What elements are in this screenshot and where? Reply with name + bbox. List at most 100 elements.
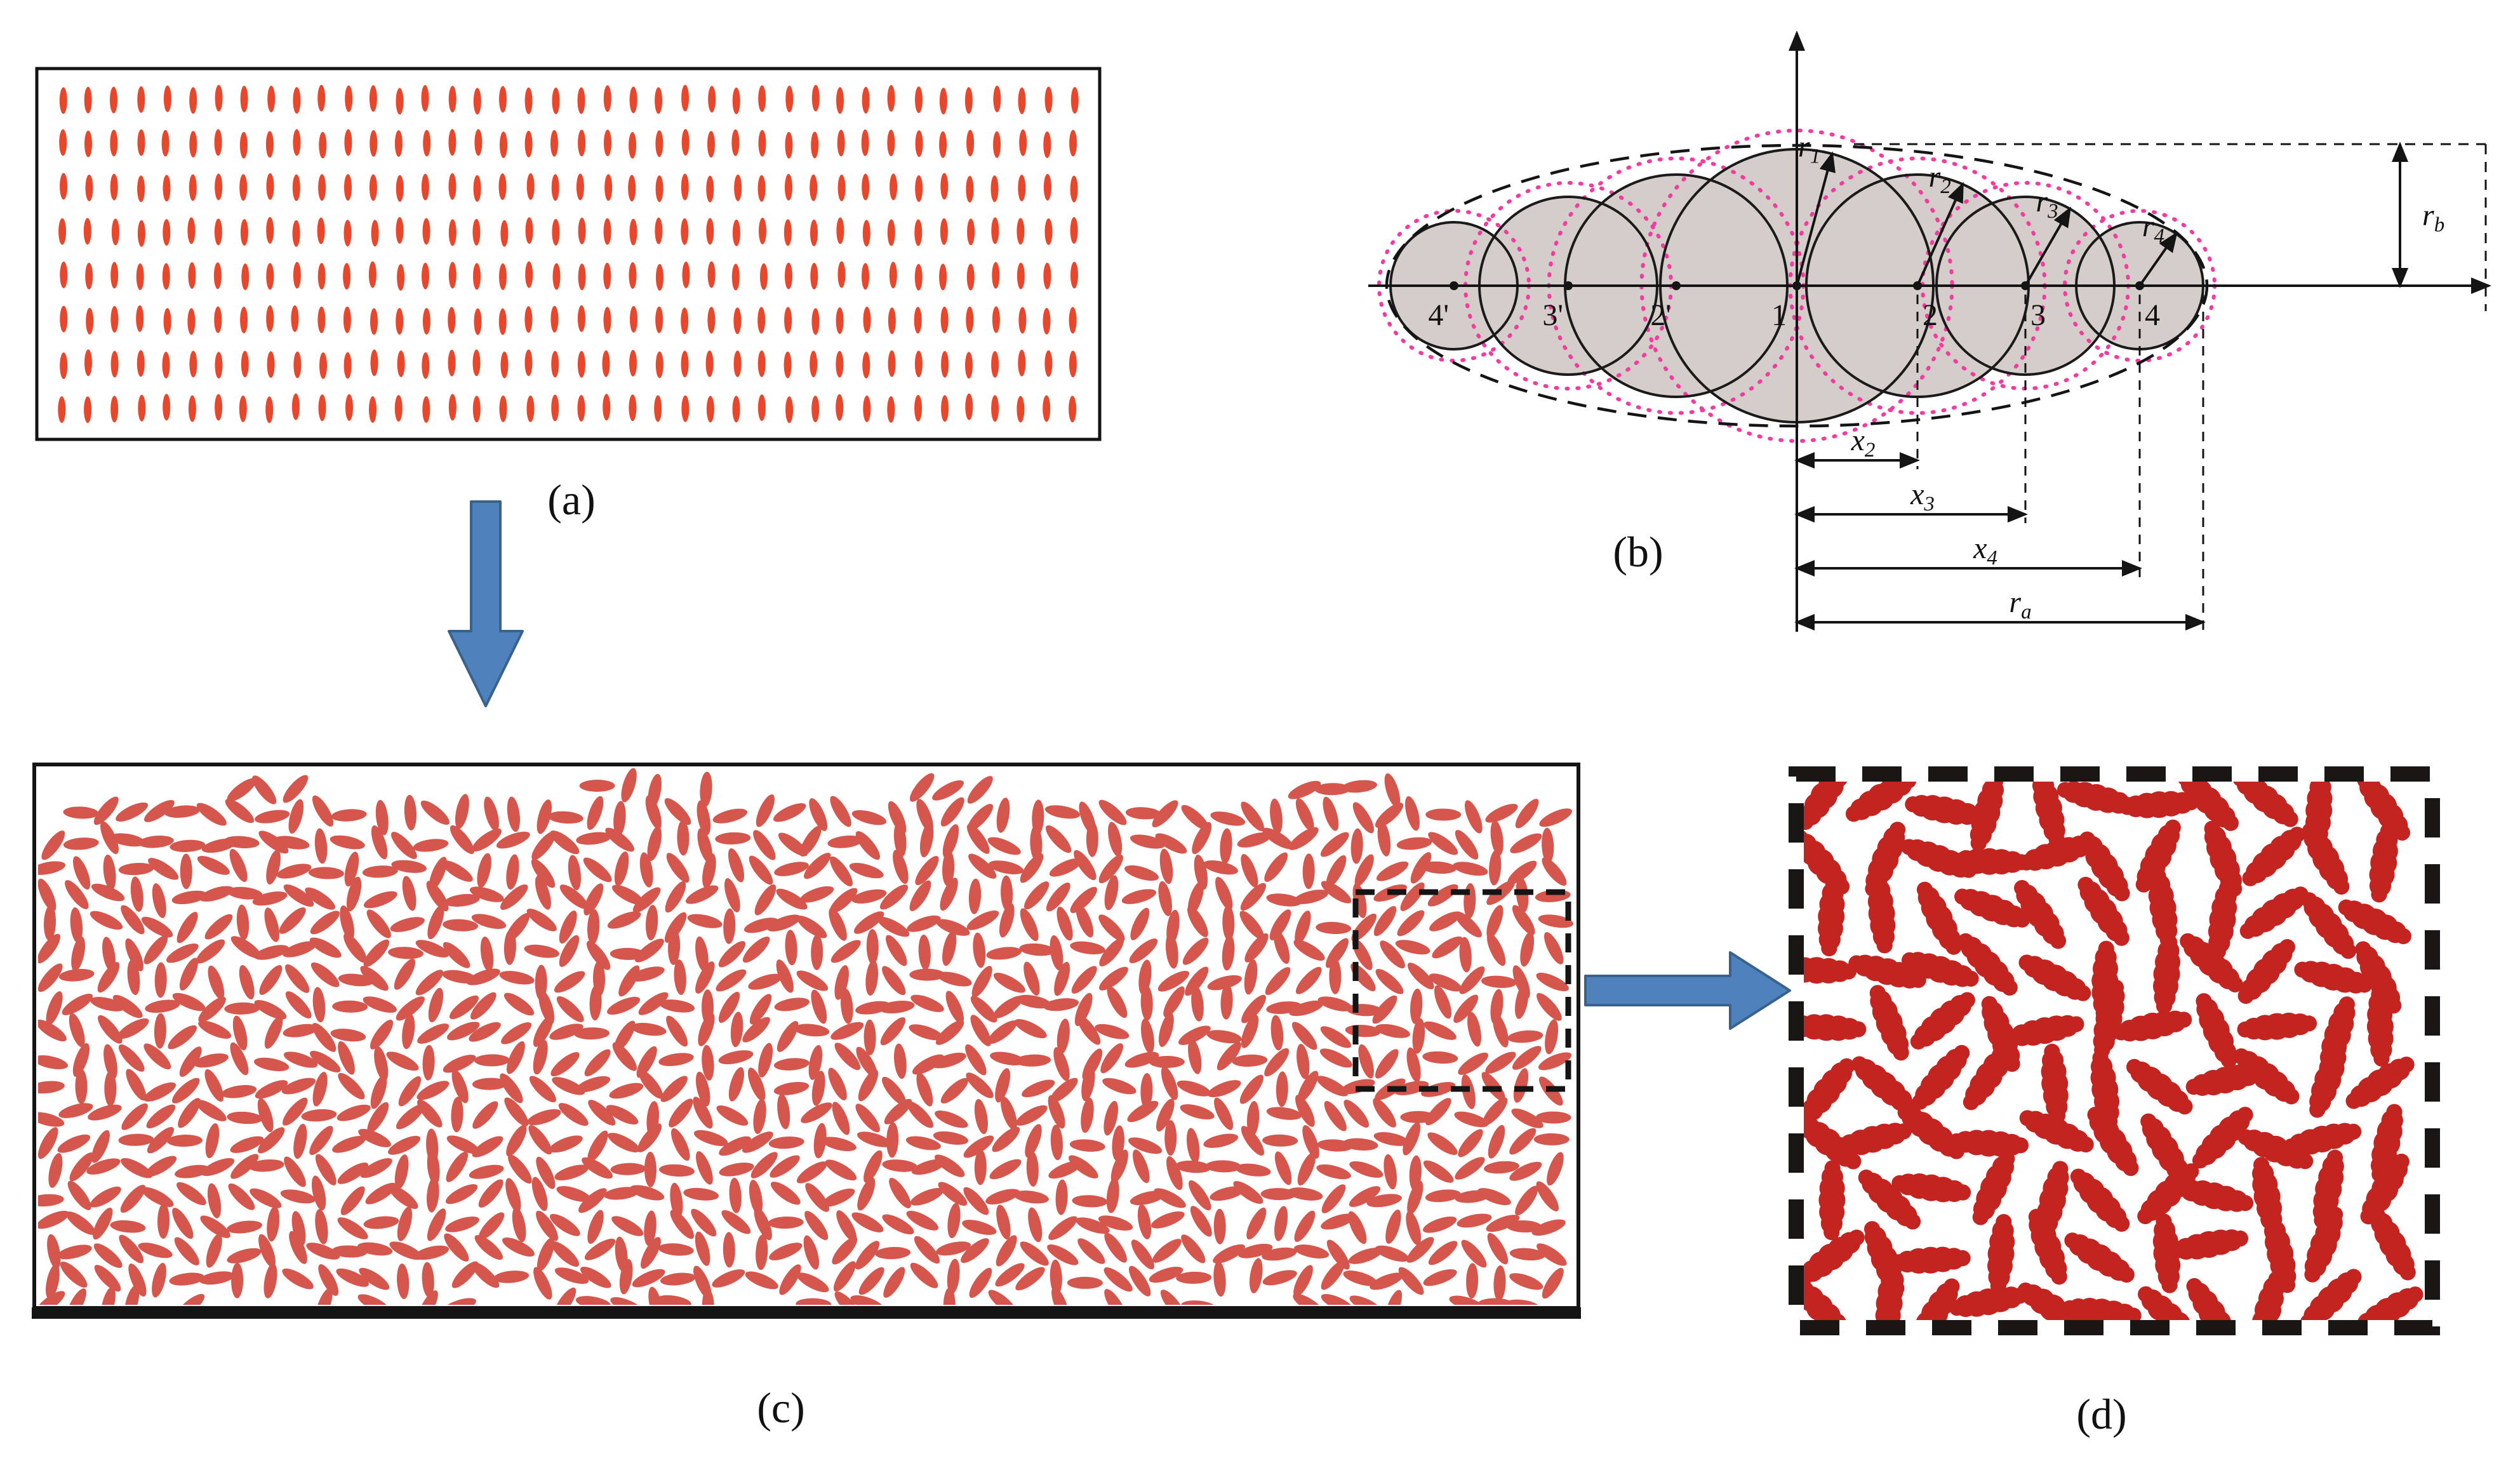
center-label-2: 2 — [1923, 298, 1938, 332]
particle — [65, 880, 89, 909]
particle — [1432, 936, 1463, 959]
zoom-region-marquee — [1352, 889, 1571, 1092]
particle — [1316, 921, 1352, 935]
particle — [1098, 854, 1123, 884]
particle — [176, 1293, 205, 1305]
particle — [239, 964, 255, 1000]
particle — [863, 395, 871, 422]
particle — [606, 1105, 639, 1125]
center-dot — [1672, 281, 1681, 290]
particle — [1028, 1207, 1043, 1243]
particle — [370, 1019, 394, 1050]
particle — [1375, 1024, 1410, 1038]
particle — [656, 264, 663, 291]
particle — [60, 1261, 88, 1288]
particle — [448, 307, 456, 334]
particle — [785, 85, 794, 112]
particle — [985, 1189, 1020, 1204]
particle — [554, 1164, 589, 1180]
particle — [629, 131, 637, 159]
particle — [357, 1242, 393, 1256]
particle — [505, 1178, 521, 1213]
particle — [121, 1158, 153, 1178]
particle — [389, 1185, 418, 1210]
particle — [38, 1194, 64, 1207]
particle — [785, 262, 792, 290]
particle — [1100, 1043, 1123, 1074]
particle — [630, 305, 637, 333]
particle — [825, 1159, 857, 1181]
particle — [254, 999, 287, 1020]
particle — [882, 1076, 907, 1105]
particle — [69, 1013, 85, 1048]
particle — [332, 1135, 366, 1153]
particle — [732, 219, 740, 246]
particle — [332, 1000, 368, 1013]
particle — [1043, 395, 1051, 422]
particle — [687, 914, 723, 928]
particle — [1070, 262, 1078, 289]
particle — [1098, 1215, 1133, 1231]
particle — [337, 1104, 371, 1121]
particle — [340, 1186, 365, 1215]
particle — [827, 835, 863, 848]
particle — [1317, 996, 1352, 1011]
particle — [773, 803, 806, 822]
particle — [267, 1206, 280, 1242]
particle — [1875, 1264, 1903, 1320]
particle — [858, 1069, 879, 1102]
particle — [1069, 350, 1077, 378]
particle — [47, 1234, 61, 1269]
particle — [1291, 1022, 1317, 1050]
particle — [1163, 986, 1185, 1018]
particle — [577, 350, 585, 378]
particle — [120, 1184, 146, 1213]
particle — [1427, 884, 1458, 907]
particle — [723, 908, 736, 944]
particle — [749, 1179, 763, 1215]
particle — [743, 917, 779, 933]
lattice-particles — [58, 84, 1079, 424]
particle — [2196, 993, 2237, 1069]
particle — [770, 1182, 801, 1205]
particle — [808, 1044, 823, 1080]
particle — [171, 1078, 200, 1104]
particle — [584, 1238, 616, 1260]
particle — [1509, 1273, 1543, 1290]
particle — [1483, 1097, 1508, 1126]
particle — [1804, 782, 1848, 831]
particle — [1043, 262, 1051, 290]
particle — [531, 858, 556, 888]
particle — [862, 86, 870, 114]
particle — [644, 1210, 657, 1246]
particle — [965, 1044, 987, 1076]
particle — [162, 263, 170, 290]
particle — [239, 174, 248, 201]
particle — [536, 1210, 558, 1241]
particle — [706, 396, 714, 423]
particle — [1206, 1030, 1242, 1043]
particle — [500, 884, 528, 910]
particle — [712, 808, 748, 824]
particle — [1239, 911, 1264, 940]
particle — [552, 263, 561, 290]
particle — [283, 775, 309, 803]
particle — [533, 1015, 554, 1047]
label-ra: ra — [2009, 585, 2031, 624]
particle — [500, 131, 507, 159]
particle — [1293, 1293, 1324, 1305]
particle — [887, 396, 895, 423]
particle — [1070, 941, 1105, 955]
particle — [196, 939, 225, 964]
particle — [912, 1054, 944, 1075]
particle — [1241, 994, 1266, 1024]
particle — [118, 1044, 145, 1072]
particle — [1486, 905, 1503, 939]
particle — [604, 130, 611, 157]
particle — [1025, 1124, 1042, 1158]
particle — [550, 305, 559, 333]
particle — [1373, 1098, 1396, 1128]
particle — [733, 350, 742, 377]
particle — [603, 262, 611, 290]
particle — [119, 1234, 144, 1264]
